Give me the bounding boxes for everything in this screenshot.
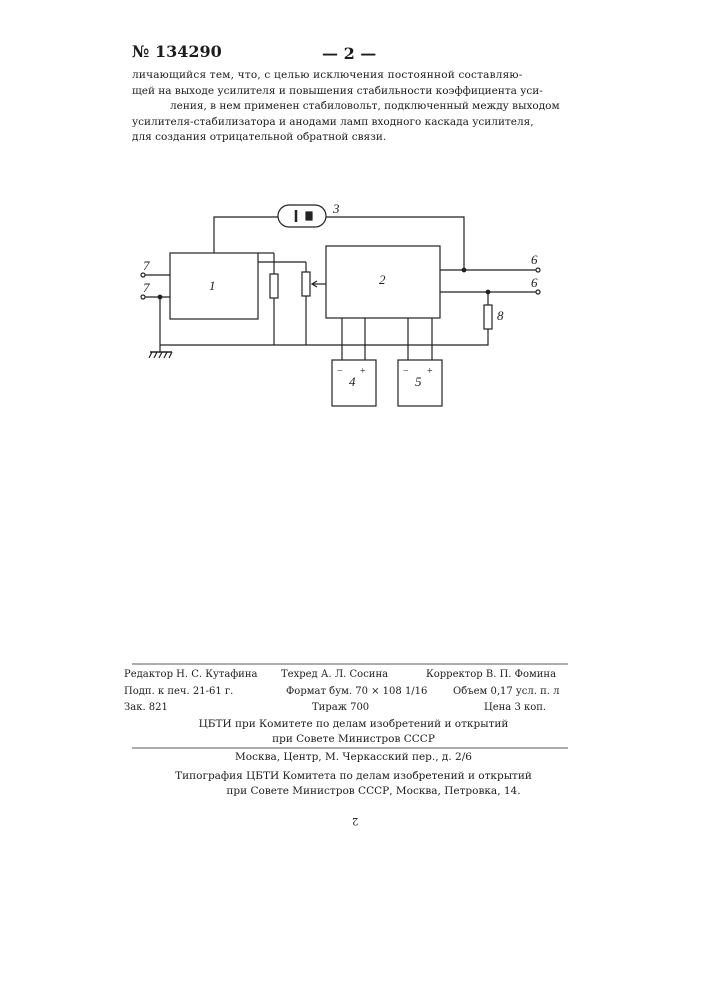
ground-hatch: [164, 352, 167, 358]
imprint-order: Зак. 821: [124, 702, 168, 713]
junction-dot: [462, 268, 466, 272]
input-terminal: [141, 273, 145, 277]
ground-hatch: [169, 352, 172, 358]
output-terminal: [536, 268, 540, 272]
imprint-typography-line2: при Совете Министров СССР, Москва, Петро…: [0, 785, 707, 797]
coupling-resistor: [270, 274, 278, 298]
imprint-org-line1: ЦБТИ при Комитете по делам изобретений и…: [0, 718, 707, 730]
label-input-7-bottom: 7: [143, 280, 150, 295]
label-input-7-top: 7: [143, 258, 150, 273]
wire-tube-right: [326, 217, 464, 270]
ground-hatch: [159, 352, 162, 358]
footer-page-mark: 2: [352, 815, 358, 826]
stabilovolt-tube-3: [278, 205, 326, 227]
wire-tube-left: [214, 217, 278, 253]
imprint-typography-line1: Типография ЦБТИ Комитета по делам изобре…: [0, 770, 707, 782]
ground-hatch: [149, 352, 152, 358]
polarity-plus-4: +: [360, 366, 366, 377]
output-terminal: [536, 290, 540, 294]
imprint-circulation: Тираж 700: [312, 702, 369, 713]
label-resistor-8: 8: [497, 308, 504, 323]
resistor-8: [484, 305, 492, 329]
label-block-1: 1: [209, 278, 216, 293]
polarity-plus-5: +: [427, 366, 433, 377]
imprint-address: Москва, Центр, М. Черкасский пер., д. 2/…: [0, 751, 707, 763]
imprint-format: Формат бум. 70 × 108 1/16: [286, 686, 427, 697]
imprint-techeditor: Техред А. Л. Сосина: [281, 669, 388, 680]
imprint-signed: Подп. к печ. 21-61 г.: [124, 686, 233, 697]
imprint-org-line2: при Совете Министров СССР: [0, 733, 707, 745]
input-terminal: [141, 295, 145, 299]
potentiometer: [302, 272, 310, 296]
tube-electrode: [306, 212, 312, 220]
imprint-editor: Редактор Н. С. Кутафина: [124, 669, 257, 680]
imprint-price: Цена 3 коп.: [484, 702, 546, 713]
label-supply-4: 4: [349, 374, 356, 389]
label-output-6-top: 6: [531, 252, 538, 267]
imprint-corrector: Корректор В. П. Фомина: [426, 669, 556, 680]
wire-ground-bus: [160, 329, 488, 345]
polarity-minus-5: −: [403, 366, 409, 377]
label-block-2: 2: [379, 272, 386, 287]
label-supply-5: 5: [415, 374, 422, 389]
label-tube-3: 3: [332, 201, 340, 216]
label-output-6-bottom: 6: [531, 275, 538, 290]
polarity-minus-4: −: [337, 366, 343, 377]
ground-hatch: [154, 352, 157, 358]
imprint-volume: Объем 0,17 усл. п. л: [453, 686, 559, 697]
